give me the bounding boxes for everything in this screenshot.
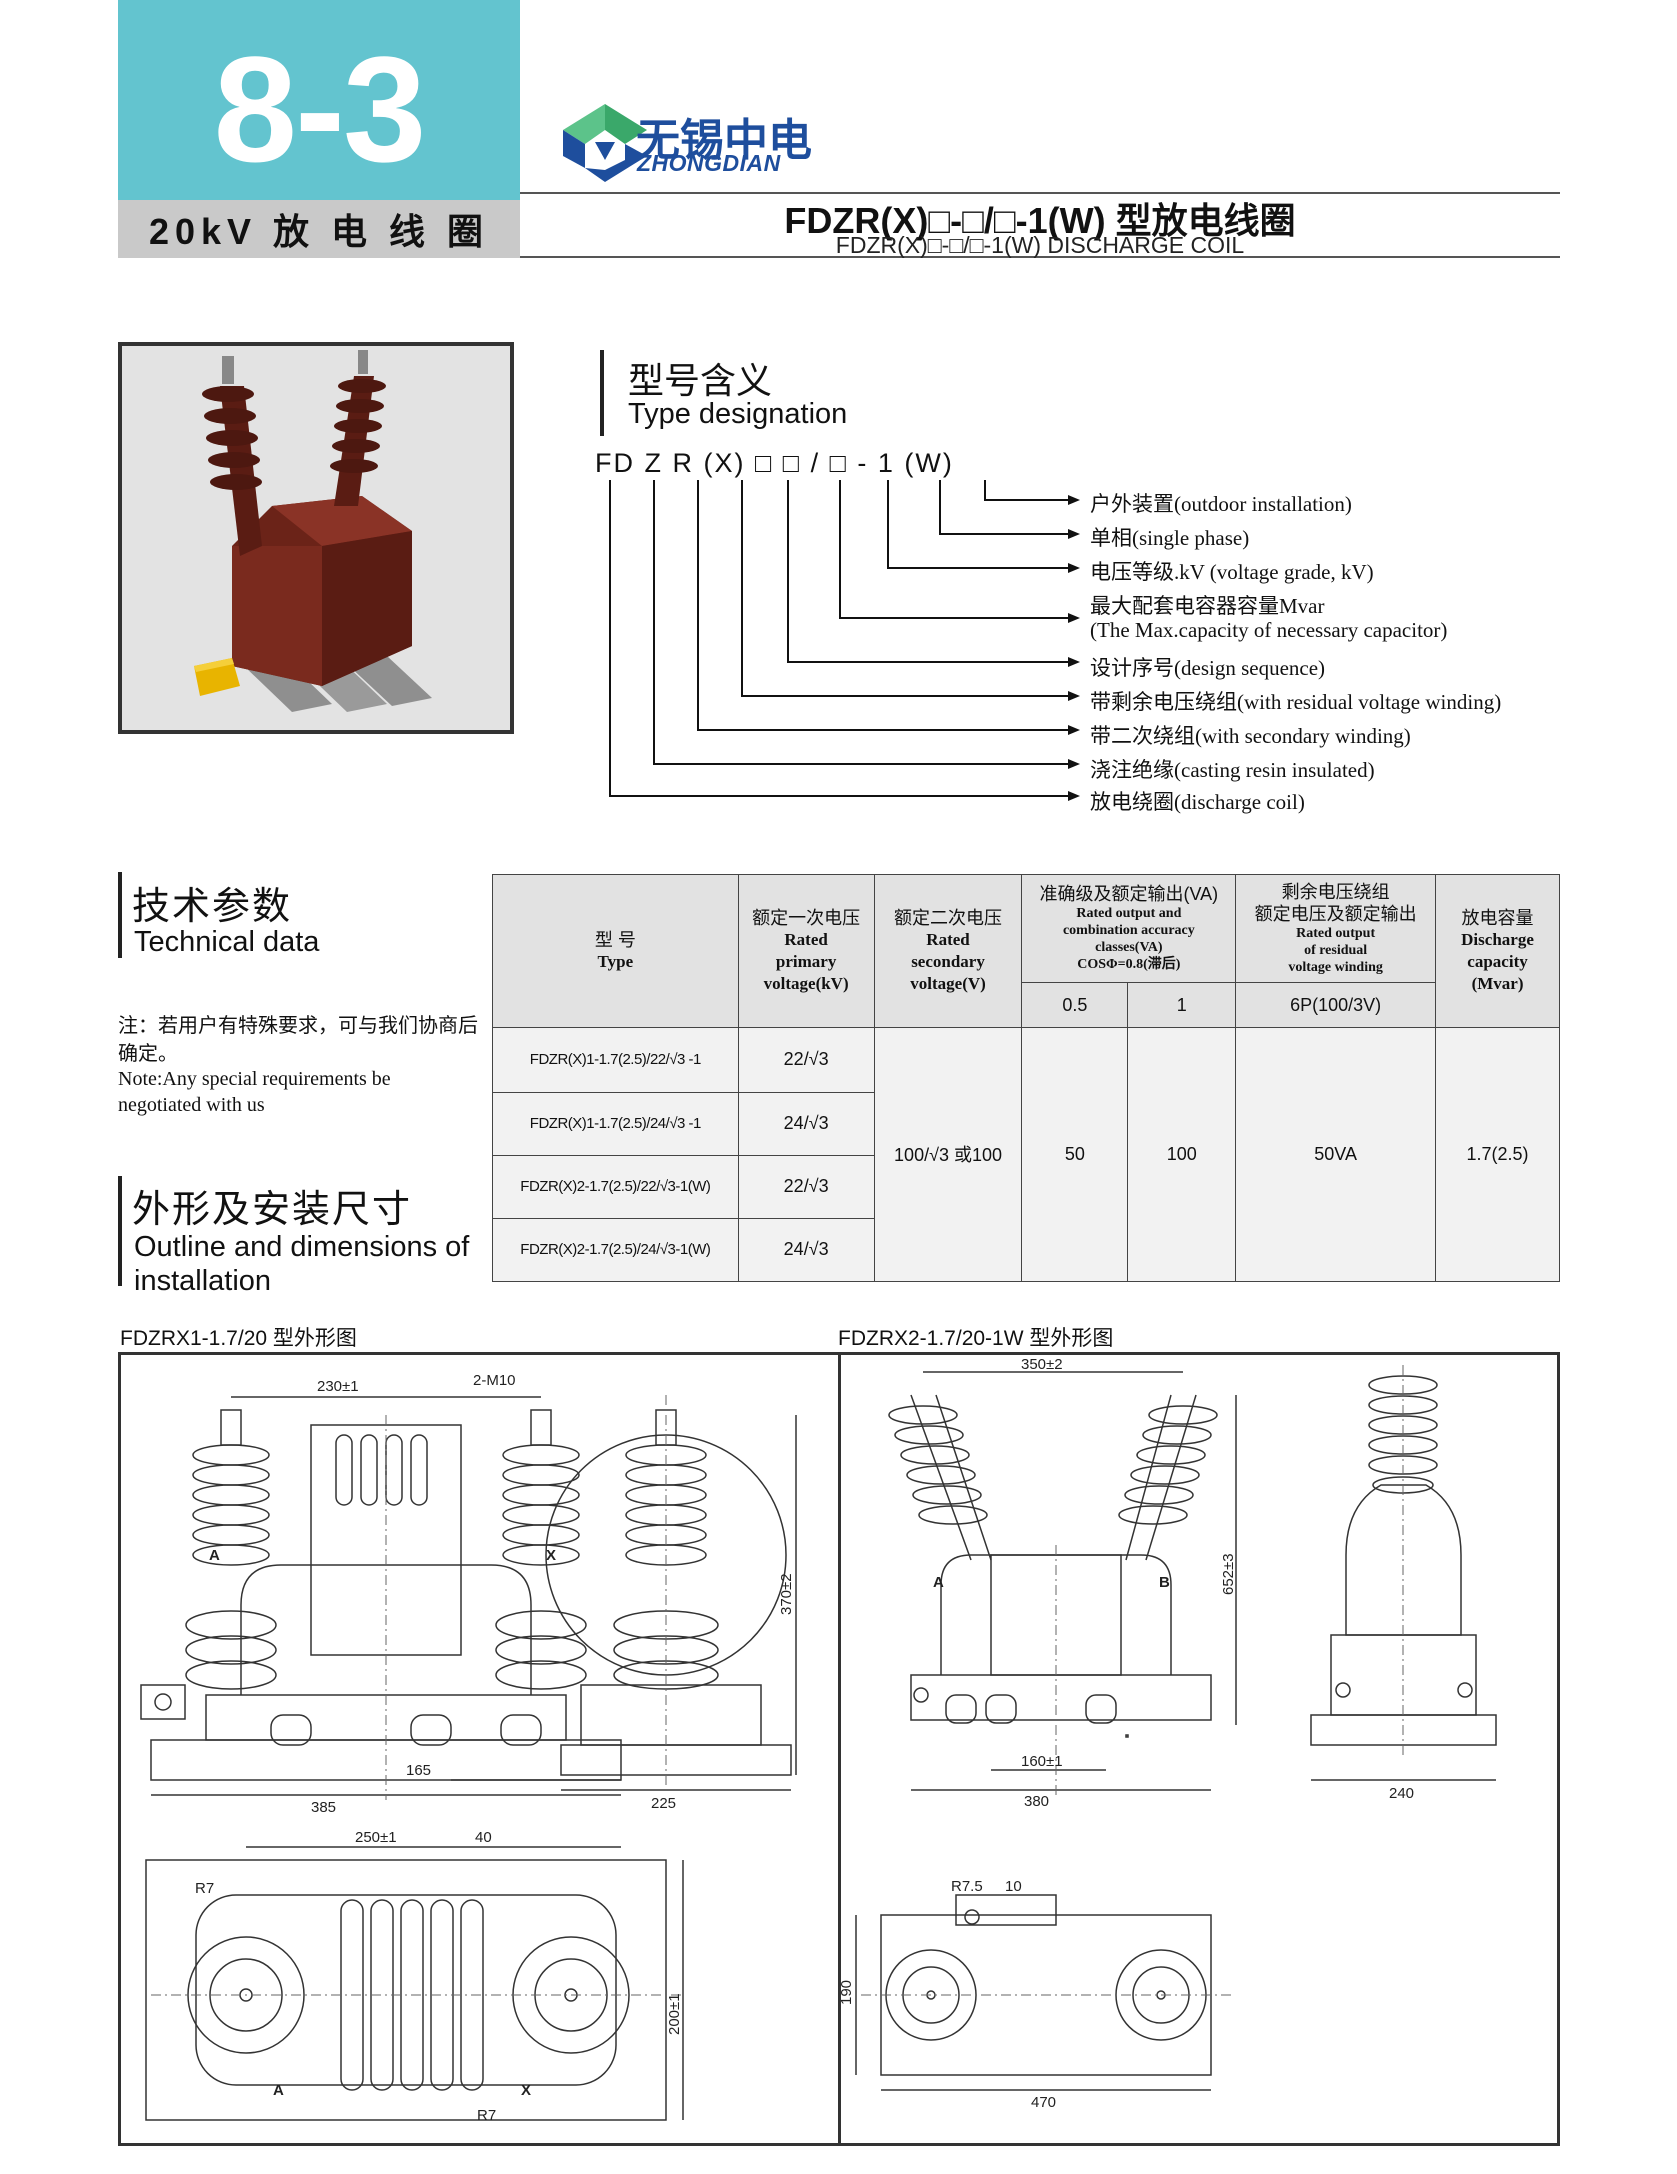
outline-heading-marker xyxy=(118,1176,122,1286)
legend-secondary-winding: 带二次绕组(with secondary winding) xyxy=(1090,724,1411,748)
dim-470: 470 xyxy=(1031,2094,1056,2111)
cell-class-05: 50 xyxy=(1021,1026,1129,1283)
dim-2m10: 2-M10 xyxy=(473,1372,516,1389)
cell-model: FDZR(X)2-1.7(2.5)/22/√3-1(W) xyxy=(492,1154,739,1219)
cell-primary: 24/√3 xyxy=(737,1217,875,1283)
dim-40: 40 xyxy=(475,1829,492,1846)
outline-heading-cn: 外形及安装尺寸 xyxy=(132,1189,413,1231)
dim-380: 380 xyxy=(1024,1793,1049,1810)
header-primary-voltage: 额定一次电压 Rated primary voltage(kV) xyxy=(737,874,875,1028)
header-residual-6p: 6P(100/3V) xyxy=(1235,981,1437,1028)
drawing-caption-left: FDZRX1-1.7/20 型外形图 xyxy=(120,1327,357,1350)
table-row: FDZR(X)1-1.7(2.5)/24/√3 -1 24/√3 xyxy=(492,1091,1560,1156)
legend-max-capacity-en: (The Max.capacity of necessary capacitor… xyxy=(1090,618,1448,642)
cell-primary: 22/√3 xyxy=(737,1026,875,1093)
designation-leader-lines xyxy=(609,480,1080,801)
outline-heading-en: Outline and dimensions of installation xyxy=(134,1231,470,1297)
type-designation-marker xyxy=(600,350,604,436)
technical-heading-marker xyxy=(118,872,122,958)
table-subheader-row: 0.5 1 6P(100/3V) xyxy=(493,981,1560,1028)
section-number: 8-3 xyxy=(213,25,427,193)
dim-r7-b: R7 xyxy=(477,2107,496,2124)
section-subtitle-bar xyxy=(118,200,520,258)
technical-heading-cn: 技术参数 xyxy=(132,886,293,928)
cell-secondary: 100/√3 或100 xyxy=(873,1026,1023,1283)
header-class-1: 1 xyxy=(1127,981,1237,1028)
header-class-05: 0.5 xyxy=(1021,981,1129,1028)
header-accuracy: 准确级及额定输出(VA) Rated output and combinatio… xyxy=(1021,874,1237,983)
header-rule-top xyxy=(520,192,1560,194)
legend-single-phase: 单相(single phase) xyxy=(1090,526,1250,550)
cell-model: FDZR(X)1-1.7(2.5)/24/√3 -1 xyxy=(492,1091,739,1156)
logo-text-en: ZHONGDIAN xyxy=(637,150,781,176)
header-type: 型 号 Type xyxy=(492,874,739,1028)
drawing-caption-right: FDZRX2-1.7/20-1W 型外形图 xyxy=(838,1327,1114,1350)
legend-cast-resin: 浇注绝缘(casting resin insulated) xyxy=(1090,758,1375,782)
dim-160: 160±1 xyxy=(1021,1753,1063,1770)
dim-385: 385 xyxy=(311,1799,336,1816)
zhongdian-logo-icon xyxy=(563,104,647,182)
dim-r7: R7 xyxy=(195,1880,214,1897)
dim-652: 652±3 xyxy=(1220,1553,1237,1595)
drawing-divider xyxy=(838,1352,841,2146)
type-designation-heading-cn: 型号含义 xyxy=(628,360,773,401)
header-residual: 剩余电压绕组 额定电压及额定输出 Rated output of residua… xyxy=(1235,874,1437,983)
cell-primary: 24/√3 xyxy=(737,1091,875,1156)
dim-240: 240 xyxy=(1389,1785,1414,1802)
cell-class-1: 100 xyxy=(1127,1026,1237,1283)
cell-primary: 22/√3 xyxy=(737,1154,875,1219)
cell-model: FDZR(X)2-1.7(2.5)/24/√3-1(W) xyxy=(492,1217,739,1283)
table-row: FDZR(X)1-1.7(2.5)/22/√3 -1 22/√3 100/√3 … xyxy=(492,1026,1560,1283)
fdzrx1-outline-drawing: A X A X 230±1 2-M10 385 165 225 370±2 25… xyxy=(140,1372,797,2124)
cell-model: FDZR(X)1-1.7(2.5)/22/√3 -1 xyxy=(492,1026,739,1093)
technical-heading-en: Technical data xyxy=(134,926,320,958)
section-tab xyxy=(118,0,520,200)
legend-max-capacity: 最大配套电容器容量Mvar xyxy=(1090,594,1325,618)
dim-225: 225 xyxy=(651,1795,676,1812)
legend-outdoor: 户外装置(outdoor installation) xyxy=(1090,492,1352,516)
cell-residual: 50VA xyxy=(1235,1026,1437,1283)
label-a: A xyxy=(209,1547,220,1564)
dim-350: 350±2 xyxy=(1021,1356,1063,1373)
technical-data-table: 型 号 Type 额定一次电压 Rated primary voltage(kV… xyxy=(492,874,1560,1283)
label-x-top: X xyxy=(521,2082,531,2099)
dim-r7-5: R7.5 xyxy=(951,1878,983,1895)
legend-discharge-coil: 放电绕圈(discharge coil) xyxy=(1090,790,1305,814)
type-code: FD Z R (X) □ □ / □ - 1 (W) xyxy=(595,448,954,478)
label-a-right: A xyxy=(933,1574,944,1591)
product-photo xyxy=(118,342,514,734)
page-subtitle: FDZR(X)□-□/□-1(W) DISCHARGE COIL xyxy=(835,232,1245,258)
cell-discharge: 1.7(2.5) xyxy=(1435,1026,1560,1283)
page-title: FDZR(X)□-□/□-1(W) 型放电线圈 xyxy=(784,200,1296,241)
note-en: Note:Any special requirements be negotia… xyxy=(118,1068,391,1116)
fdzrx2-outline-drawing: A B 350±2 652±3 160±1 380 240 R7.5 10 19… xyxy=(841,1356,1497,2111)
legend-voltage-grade: 电压等级.kV (voltage grade, kV) xyxy=(1090,560,1374,584)
legend-residual-winding: 带剩余电压绕组(with residual voltage winding) xyxy=(1090,690,1502,714)
type-designation-heading-en: Type designation xyxy=(628,398,848,430)
dim-165: 165 xyxy=(406,1762,431,1779)
table-header-row: 型 号 Type 额定一次电压 Rated primary voltage(kV… xyxy=(492,874,1560,1028)
header-secondary-voltage: 额定二次电压 Rated secondary voltage(V) xyxy=(873,874,1023,1028)
header-discharge-capacity: 放电容量 Discharge capacity (Mvar) xyxy=(1435,874,1560,1028)
dim-250: 250±1 xyxy=(355,1829,397,1846)
table-row: FDZR(X)2-1.7(2.5)/24/√3-1(W) 24/√3 xyxy=(492,1217,1560,1283)
dim-200: 200±1 xyxy=(666,1993,683,2035)
label-a-top: A xyxy=(273,2082,284,2099)
label-x: X xyxy=(546,1547,556,1564)
legend-design-sequence: 设计序号(design sequence) xyxy=(1090,656,1326,680)
dim-370: 370±2 xyxy=(778,1573,795,1615)
dim-230: 230±1 xyxy=(317,1378,359,1395)
label-b-right: B xyxy=(1159,1574,1170,1591)
dim-10: 10 xyxy=(1005,1878,1022,1895)
section-subtitle: 20kV 放 电 线 圈 xyxy=(148,211,490,252)
dim-190: 190 xyxy=(841,1980,855,2005)
header-rule-bottom xyxy=(520,256,1560,258)
logo-text-cn: 无锡中电 xyxy=(636,116,812,165)
note-cn: 注：若用户有特殊要求，可与我们协商后确定。 xyxy=(118,1015,478,1065)
